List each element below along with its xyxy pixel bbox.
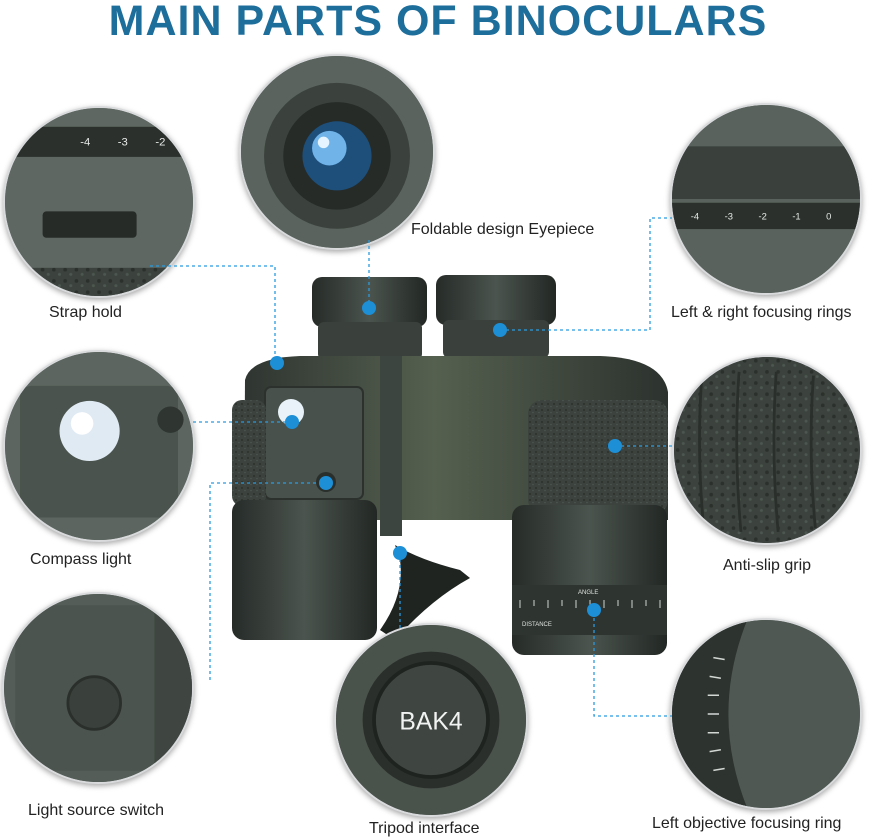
scale-tick: -3	[725, 211, 733, 222]
scale-tick: -1	[792, 211, 800, 222]
label-objective-ring: Left objective focusing ring	[652, 815, 842, 832]
scale-tick: 0	[826, 211, 831, 222]
label-compass-light: Compass light	[30, 551, 132, 568]
label-focusing-rings: Left & right focusing rings	[671, 304, 852, 321]
label-strap-hold: Strap hold	[49, 304, 122, 321]
eyepiece-detail-circle	[239, 54, 435, 250]
left-eyepiece	[312, 277, 427, 327]
label-light-source-switch: Light source switch	[28, 802, 165, 819]
compass-light-detail-circle	[3, 350, 195, 542]
page-title: MAIN PARTS OF BINOCULARS	[108, 0, 768, 45]
strap-hold-detail-circle: -4 -3 -2	[3, 106, 195, 298]
bak4-label: BAK4	[399, 709, 462, 736]
angle-engraving: ANGLE	[578, 590, 598, 596]
left-objective-barrel	[232, 500, 377, 640]
label-eyepiece: Foldable design Eyepiece	[411, 221, 595, 238]
scale-tick: -4	[691, 211, 699, 222]
anti-slip-grip-detail-circle	[672, 355, 862, 545]
objective-ring-detail-circle	[670, 618, 862, 810]
neck-strap	[380, 545, 470, 640]
scale-tick: -2	[155, 137, 165, 149]
light-source-switch-detail-circle	[2, 592, 194, 784]
compass-module	[264, 386, 364, 500]
label-anti-slip-grip: Anti-slip grip	[723, 557, 812, 574]
focusing-rings-detail-circle: -4 -3 -2 -1 0	[670, 103, 862, 295]
scale-tick: -3	[118, 137, 128, 149]
distance-engraving: DISTANCE	[522, 622, 552, 628]
tripod-interface-detail-circle: BAK4	[334, 623, 528, 817]
scale-tick: -4	[80, 137, 90, 149]
grip-pad	[528, 400, 668, 514]
right-eyepiece	[436, 275, 556, 325]
label-tripod-interface: Tripod interface	[369, 820, 480, 837]
scale-tick: -2	[758, 211, 766, 222]
